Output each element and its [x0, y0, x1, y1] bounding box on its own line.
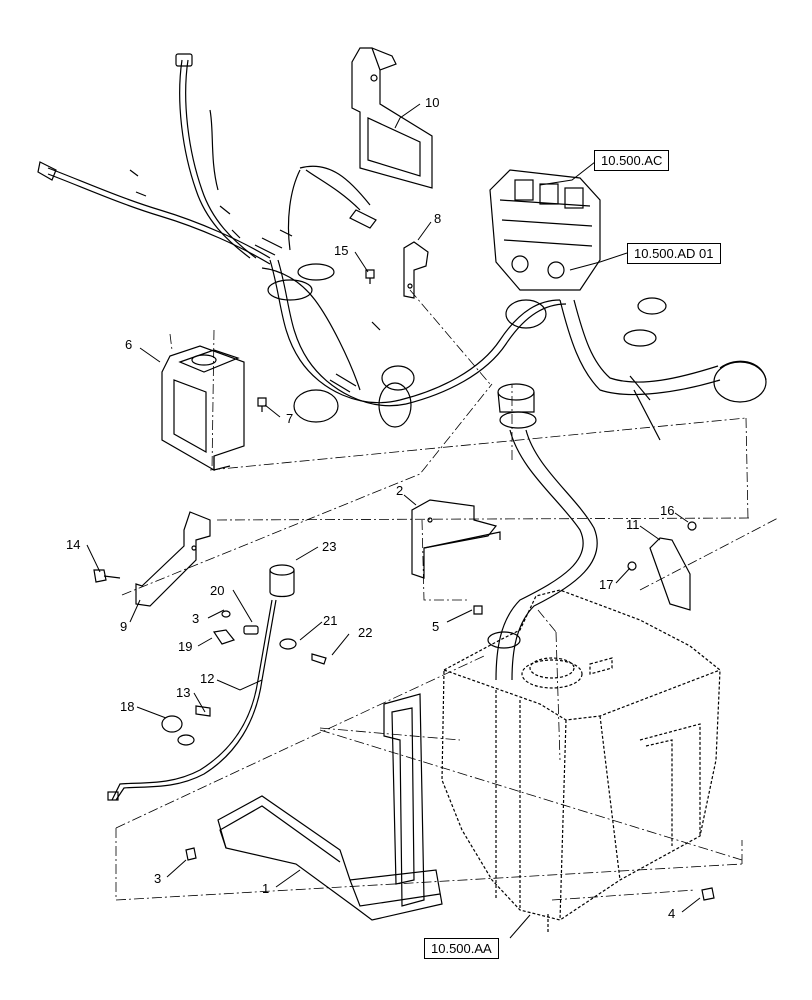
wiring-harness — [37, 53, 567, 428]
callout-3b: 3 — [154, 871, 162, 886]
bracket-11 — [649, 537, 691, 611]
engine-component — [489, 169, 601, 291]
bolt-14 — [93, 569, 121, 583]
screw-16 — [687, 521, 697, 531]
callout-22: 22 — [358, 625, 373, 640]
air-hose — [559, 297, 767, 441]
bracket-2 — [411, 499, 501, 579]
callout-13: 13 — [176, 685, 191, 700]
callout-4: 4 — [668, 906, 676, 921]
reference-box-ad01[interactable]: 10.500.AD 01 — [627, 243, 721, 264]
callout-11: 11 — [626, 517, 640, 532]
bolt-22 — [311, 653, 327, 665]
screw-4 — [701, 887, 715, 901]
callout-8: 8 — [434, 211, 442, 226]
callout-7: 7 — [286, 411, 294, 426]
callout-1: 1 — [262, 881, 270, 896]
callout-3a: 3 — [192, 611, 200, 626]
filler-hose — [487, 383, 598, 681]
callout-17: 17 — [599, 577, 614, 592]
bracket-1 — [217, 693, 443, 921]
fitting-19 — [212, 629, 236, 645]
reference-box-aa[interactable]: 10.500.AA — [424, 938, 499, 959]
callout-10: 10 — [425, 95, 440, 110]
callout-9: 9 — [120, 619, 128, 634]
callout-5: 5 — [432, 619, 440, 634]
callout-6: 6 — [125, 337, 133, 352]
callout-21: 21 — [323, 613, 338, 628]
bracket-9 — [135, 511, 211, 607]
callout-15: 15 — [334, 243, 349, 258]
fuel-tank — [441, 589, 721, 934]
nut-3b — [185, 847, 197, 861]
callout-2: 2 — [396, 483, 404, 498]
clamp-21 — [279, 638, 297, 650]
screw-5 — [473, 605, 483, 615]
screw-17 — [627, 561, 637, 571]
callout-23: 23 — [322, 539, 337, 554]
screw-15 — [365, 269, 375, 284]
cap-23 — [269, 564, 295, 598]
bracket-8 — [403, 241, 429, 299]
clamp-18 — [161, 715, 195, 746]
clamp-13 — [195, 705, 211, 717]
screw-7 — [257, 397, 267, 412]
callout-19: 19 — [178, 639, 193, 654]
callout-16: 16 — [660, 503, 675, 518]
bracket-10 — [351, 47, 433, 189]
reference-box-ac[interactable]: 10.500.AC — [594, 150, 670, 171]
leader-lines — [86, 103, 701, 939]
clamp-20 — [243, 625, 259, 635]
bracket-6 — [161, 345, 245, 472]
fuel-line-12 — [107, 599, 277, 801]
callout-14: 14 — [66, 537, 81, 552]
callout-20: 20 — [210, 583, 225, 598]
callout-12: 12 — [200, 671, 215, 686]
callout-18: 18 — [120, 699, 135, 714]
washer-3a — [221, 610, 231, 618]
